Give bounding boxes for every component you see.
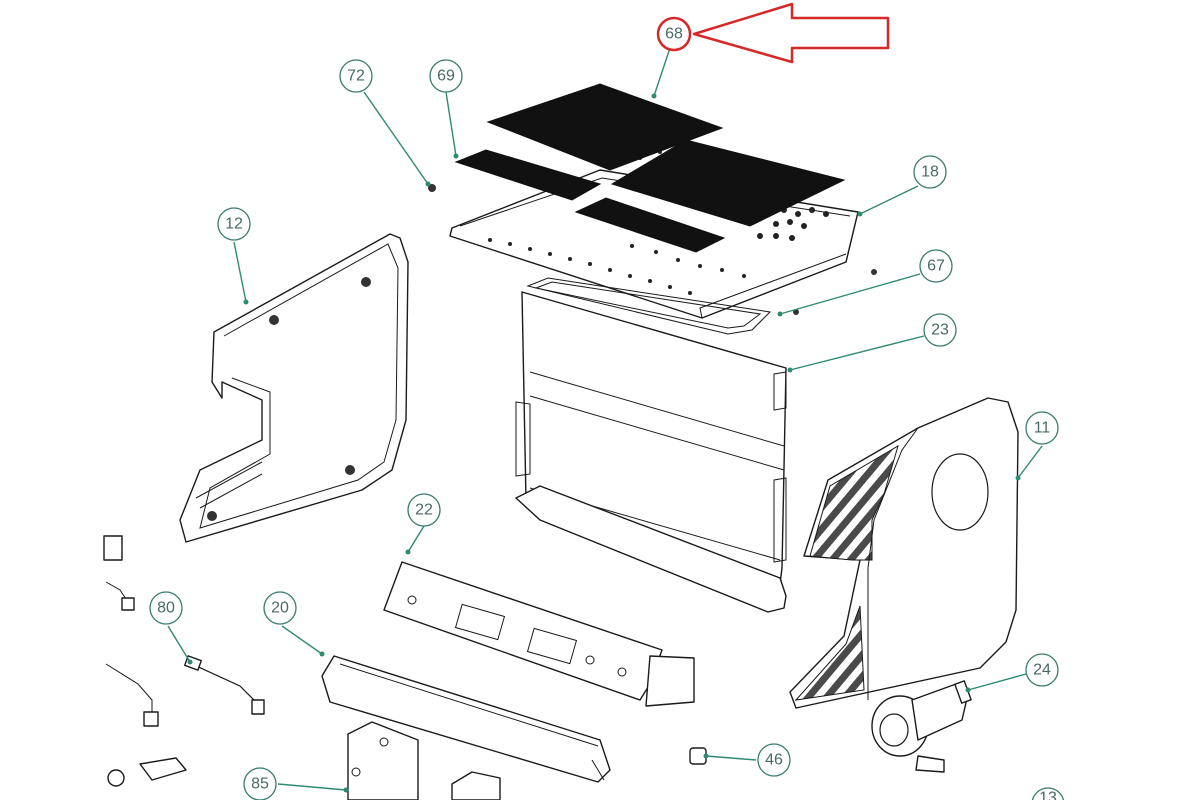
callout-22-label: 22 xyxy=(415,502,433,519)
callout-72-label: 72 xyxy=(347,68,365,85)
callout-11-label: 11 xyxy=(1034,420,1051,437)
part-80-pipe xyxy=(184,655,265,715)
arrow-left-outline-icon xyxy=(692,2,890,64)
part-12-side-panel xyxy=(179,233,409,543)
callout-80: 80 xyxy=(149,591,183,625)
callout-12: 12 xyxy=(217,207,251,241)
callout-23-label: 23 xyxy=(931,322,949,339)
part-11-side-panel xyxy=(789,397,1019,709)
leader-arrowheads xyxy=(187,93,1021,793)
callout-67-label: 67 xyxy=(927,258,945,275)
part-69-small-pads xyxy=(454,149,726,253)
callout-24-label: 24 xyxy=(1033,662,1051,679)
callout-13-label: 13 xyxy=(1039,790,1057,800)
partial-parts-left xyxy=(103,535,187,787)
part-67-gasket xyxy=(526,277,772,335)
callout-13: 13 xyxy=(1031,787,1065,800)
callout-68: 68 xyxy=(656,16,692,52)
callout-67: 67 xyxy=(919,249,953,283)
callout-85: 85 xyxy=(243,767,277,800)
callout-80-label: 80 xyxy=(157,600,175,617)
callout-68-label: 68 xyxy=(665,26,683,43)
callout-22: 22 xyxy=(407,493,441,527)
part-24-motor xyxy=(871,680,972,773)
callout-46: 46 xyxy=(757,743,791,777)
part-23-panel xyxy=(515,291,787,613)
callout-12-label: 12 xyxy=(225,216,243,233)
callout-24: 24 xyxy=(1025,653,1059,687)
callout-20-label: 20 xyxy=(271,600,289,617)
callout-69-label: 69 xyxy=(437,68,455,85)
callout-46-label: 46 xyxy=(765,752,783,769)
callout-85-label: 85 xyxy=(251,776,269,793)
leader-lines xyxy=(167,47,1043,791)
callout-69: 69 xyxy=(429,59,463,93)
callout-20: 20 xyxy=(263,591,297,625)
callout-72: 72 xyxy=(339,59,373,93)
part-68-pads xyxy=(486,83,846,227)
callout-23: 23 xyxy=(923,313,957,347)
part-22-bracket xyxy=(383,561,695,707)
callout-18-label: 18 xyxy=(921,164,939,181)
callout-11: 11 xyxy=(1025,411,1059,445)
part-20-bracket xyxy=(321,655,611,783)
callout-18: 18 xyxy=(913,155,947,189)
screw-72 xyxy=(428,184,436,192)
